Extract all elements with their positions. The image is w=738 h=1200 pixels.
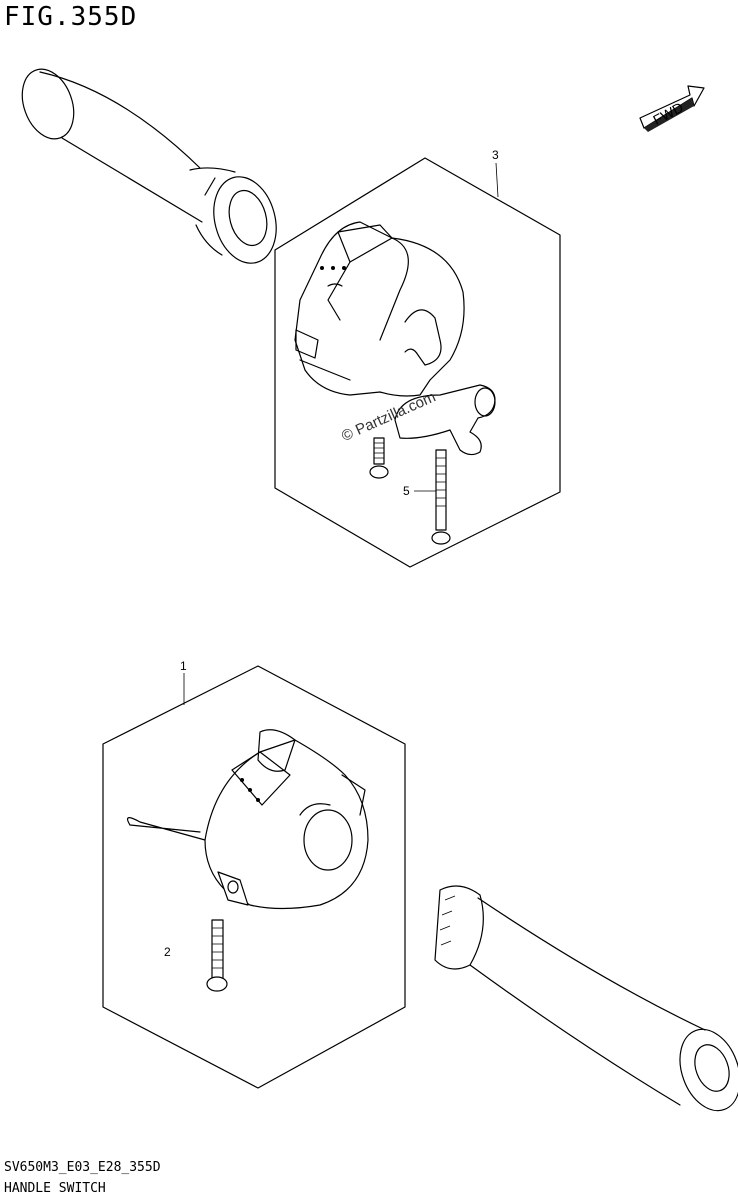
brake-lever-mount[interactable] <box>394 384 496 456</box>
callout-2: 2 <box>164 945 171 959</box>
throttle-grip[interactable] <box>434 885 738 1119</box>
callout-5: 5 <box>403 484 410 498</box>
screw-upper-left[interactable] <box>369 437 389 479</box>
screw-2[interactable] <box>206 919 228 992</box>
callout-3: 3 <box>492 148 499 162</box>
left-grip[interactable] <box>13 62 285 270</box>
fwd-arrow-icon: FWD <box>639 85 705 132</box>
figure-title: FIG.355D <box>4 2 138 32</box>
right-switch-housing[interactable] <box>294 221 465 397</box>
figure-code: SV650M3_E03_E28_355D <box>4 1160 161 1175</box>
screw-5[interactable] <box>431 449 451 545</box>
figure-caption: HANDLE SWITCH <box>4 1181 106 1196</box>
assembly-3-boundary <box>274 157 561 568</box>
fwd-label: FWD <box>650 99 686 128</box>
callout-1: 1 <box>180 659 187 673</box>
assembly-1-boundary <box>102 665 406 1089</box>
left-switch-housing[interactable] <box>127 729 369 910</box>
